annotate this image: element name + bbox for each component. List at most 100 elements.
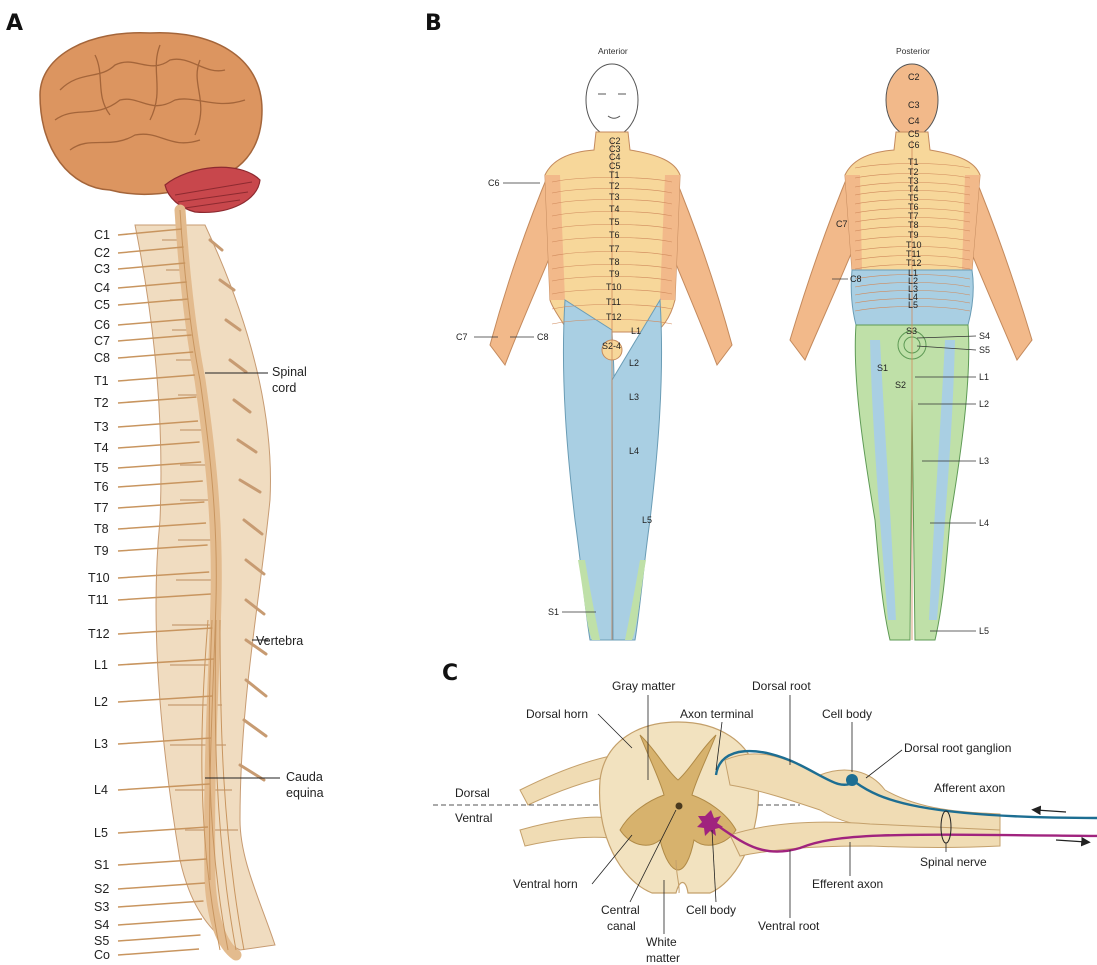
posterior-trunk-c6: C6 xyxy=(908,140,920,150)
dorsal-root-ganglion-cell-body xyxy=(846,774,858,786)
posterior-trunk-c2: C2 xyxy=(908,72,920,82)
segment-label-s2: S2 xyxy=(94,882,109,896)
segment-label-t6: T6 xyxy=(94,480,109,494)
anterior-c8-label: C8 xyxy=(537,332,549,342)
anterior-trunk-t11: T11 xyxy=(606,297,621,307)
anterior-l5-label: L5 xyxy=(642,515,652,525)
anterior-l4-label: L4 xyxy=(629,446,639,456)
panel-c: C xyxy=(433,661,1097,965)
segment-label-c3: C3 xyxy=(94,262,110,276)
spinal-nerve-label: Spinal nerve xyxy=(920,855,987,869)
posterior-c7-label: C7 xyxy=(836,219,848,229)
dorsal-horn-label: Dorsal horn xyxy=(526,707,588,721)
anterior-trunk-t5: T5 xyxy=(609,217,620,227)
posterior-s1-label: S1 xyxy=(877,363,888,373)
panel-b: B Anterior C2C3C4C5T1T2T3T4T5T6T7T8T9T10… xyxy=(425,11,1032,640)
afferent-axon-label: Afferent axon xyxy=(934,781,1005,795)
cauda-label-1: Cauda xyxy=(286,770,323,784)
posterior-trunk-c4: C4 xyxy=(908,116,920,126)
segment-label-t10: T10 xyxy=(88,571,110,585)
anterior-trunk-t8: T8 xyxy=(609,257,620,267)
posterior-figure: Posterior C2C3C4C5C6T1T2T3T4T5T6T7T8T9T1… xyxy=(790,46,1032,640)
anterior-trunk-t7: T7 xyxy=(609,244,620,254)
segment-label-s4: S4 xyxy=(94,918,109,932)
segment-label-t12: T12 xyxy=(88,627,110,641)
spinal-nerve-s5 xyxy=(118,935,201,941)
cauda-label-2: equina xyxy=(286,786,324,800)
posterior-trunk-c5: C5 xyxy=(908,129,920,139)
panel-a-letter: A xyxy=(6,11,23,36)
segment-label-c1: C1 xyxy=(94,228,110,242)
efferent-axon-label: Efferent axon xyxy=(812,877,883,891)
anterior-title: Anterior xyxy=(598,46,628,56)
posterior-trunk-l5: L5 xyxy=(908,300,918,310)
segment-label-t9: T9 xyxy=(94,544,109,558)
segment-label-t2: T2 xyxy=(94,396,109,410)
posterior-s3-label: S3 xyxy=(906,326,917,336)
segment-label-t11: T11 xyxy=(88,593,109,607)
anterior-l2-label: L2 xyxy=(629,358,639,368)
posterior-s2-label: S2 xyxy=(895,380,906,390)
segment-label-t5: T5 xyxy=(94,461,109,475)
anterior-trunk-t12: T12 xyxy=(606,312,622,322)
posterior-l5-label: L5 xyxy=(979,626,989,636)
anterior-trunk-t2: T2 xyxy=(609,181,620,191)
axon-terminal-label: Axon terminal xyxy=(680,707,753,721)
spinal-nerve-s4 xyxy=(118,919,202,925)
spinal-cord-label-2: cord xyxy=(272,381,296,395)
segment-label-l5: L5 xyxy=(94,826,108,840)
segment-label-c5: C5 xyxy=(94,298,110,312)
panel-b-letter: B xyxy=(425,11,442,36)
anterior-s1-label: S1 xyxy=(548,607,559,617)
anterior-s2-4-label: S2-4 xyxy=(602,341,621,351)
posterior-l1-label: L1 xyxy=(979,372,989,382)
anterior-trunk-t1: T1 xyxy=(609,170,620,180)
segment-label-c8: C8 xyxy=(94,351,110,365)
posterior-s4-label: S4 xyxy=(979,331,990,341)
segment-label-s3: S3 xyxy=(94,900,109,914)
segment-label-s1: S1 xyxy=(94,858,109,872)
cell-body-bottom-label: Cell body xyxy=(686,903,736,917)
anterior-c7-label: C7 xyxy=(456,332,468,342)
segment-label-t4: T4 xyxy=(94,441,109,455)
segment-label-l1: L1 xyxy=(94,658,108,672)
anterior-trunk-t10: T10 xyxy=(606,282,622,292)
ventral-label: Ventral xyxy=(455,811,492,825)
segment-labels: C1C2C3C4C5C6C7C8T1T2T3T4T5T6T7T8T9T10T11… xyxy=(88,228,110,962)
posterior-trunk-t1: T1 xyxy=(908,157,919,167)
anterior-l3-label: L3 xyxy=(629,392,639,402)
dorsal-label: Dorsal xyxy=(455,786,490,800)
anterior-trunk-t3: T3 xyxy=(609,192,620,202)
segment-label-t7: T7 xyxy=(94,501,109,515)
posterior-trunk-t8: T8 xyxy=(908,220,919,230)
segment-label-s5: S5 xyxy=(94,934,109,948)
segment-label-c6: C6 xyxy=(94,318,110,332)
segment-label-l4: L4 xyxy=(94,783,108,797)
white-matter-label-2: matter xyxy=(646,951,680,965)
anterior-l1-label: L1 xyxy=(631,326,641,336)
posterior-l4-label: L4 xyxy=(979,518,989,528)
central-canal-label-1: Central xyxy=(601,903,640,917)
segment-label-t8: T8 xyxy=(94,522,109,536)
posterior-title: Posterior xyxy=(896,46,930,56)
vertebra-label: Vertebra xyxy=(256,634,303,648)
panel-c-letter: C xyxy=(442,661,458,686)
posterior-trunk-c3: C3 xyxy=(908,100,920,110)
central-canal-label-2: canal xyxy=(607,919,636,933)
posterior-l3-label: L3 xyxy=(979,456,989,466)
anterior-trunk-t4: T4 xyxy=(609,204,620,214)
spinal-cord-cross-section xyxy=(600,722,759,893)
posterior-s5-label: S5 xyxy=(979,345,990,355)
anterior-c6-label: C6 xyxy=(488,178,500,188)
posterior-trunk-t9: T9 xyxy=(908,230,919,240)
segment-label-co: Co xyxy=(94,948,110,962)
spinal-nerve-co xyxy=(118,949,199,955)
segment-label-c2: C2 xyxy=(94,246,110,260)
brain-illustration xyxy=(40,33,262,213)
anterior-figure: Anterior C2C3C4C5T1T2T3T4T5T6T7T8T9T10T1… xyxy=(456,46,732,640)
segment-label-c7: C7 xyxy=(94,334,110,348)
cell-body-top-label: Cell body xyxy=(822,707,872,721)
ventral-horn-label: Ventral horn xyxy=(513,877,578,891)
spinal-cord-label-1: Spinal xyxy=(272,365,307,379)
segment-label-l3: L3 xyxy=(94,737,108,751)
